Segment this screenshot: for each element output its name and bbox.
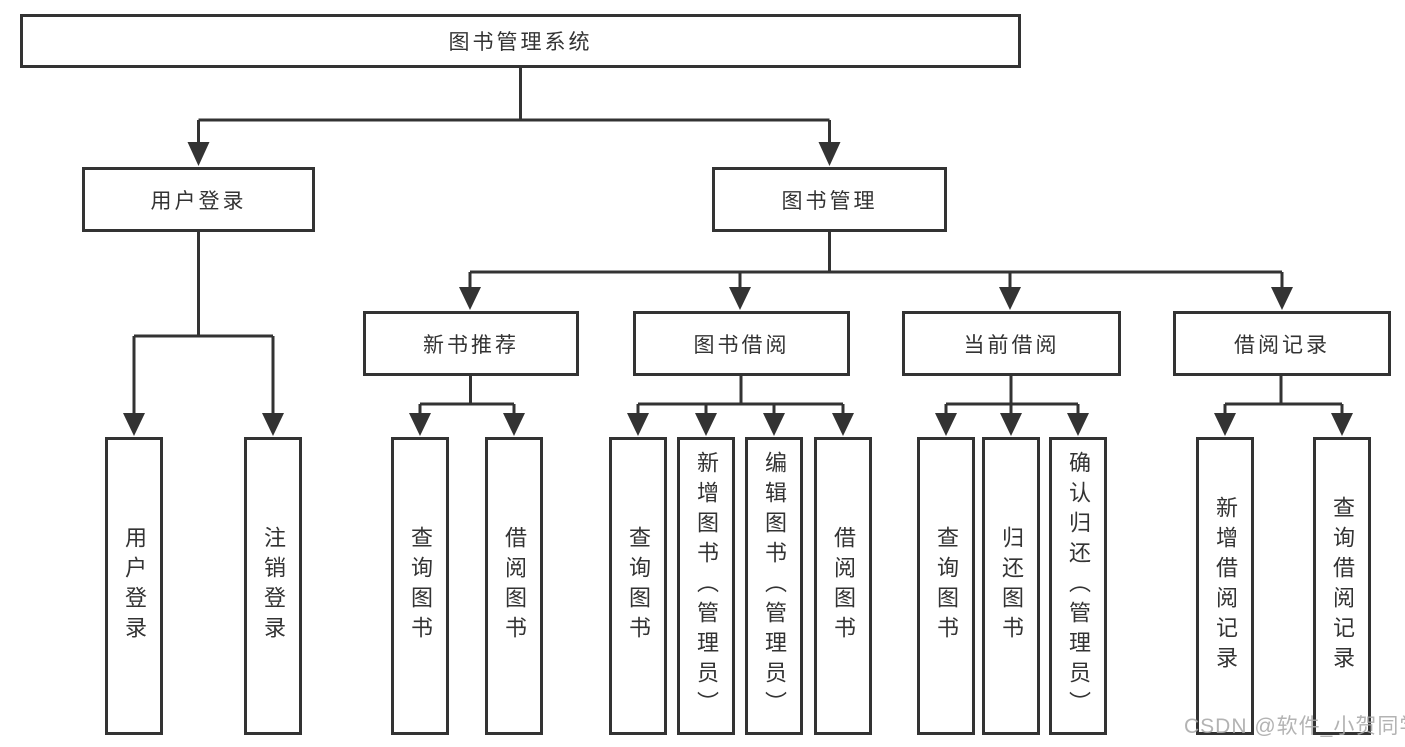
connector-current-to-leaves	[944, 376, 1080, 417]
node-user-login: 用户登录	[82, 167, 315, 232]
arrowhead-icon	[262, 413, 284, 436]
leaf-borrow-borrow-books: 借阅图书	[814, 437, 872, 735]
node-current-borrow: 当前借阅	[902, 311, 1121, 376]
arrowhead-icon	[1331, 413, 1353, 436]
leaf-borrow-edit-books-admin: 编辑图书（管理员）	[745, 437, 803, 735]
arrowhead-icon	[763, 413, 785, 436]
arrowhead-icon	[999, 287, 1021, 310]
node-book-management: 图书管理	[712, 167, 947, 232]
arrowhead-icon	[459, 287, 481, 310]
leaf-records-query-record: 查询借阅记录	[1313, 437, 1371, 735]
arrowhead-icon	[627, 413, 649, 436]
arrowhead-icon	[935, 413, 957, 436]
leaf-current-return-books: 归还图书	[982, 437, 1040, 735]
arrowhead-icon	[409, 413, 431, 436]
leaf-records-add-record: 新增借阅记录	[1196, 437, 1254, 735]
node-book-borrow: 图书借阅	[633, 311, 850, 376]
arrowhead-icon	[1067, 413, 1089, 436]
arrowhead-icon	[729, 287, 751, 310]
node-root-library-system: 图书管理系统	[20, 14, 1021, 68]
connector-newbook-to-leaves	[418, 376, 516, 417]
connector-borrow-to-leaves	[636, 376, 845, 417]
connector-root-to-level2	[197, 68, 831, 146]
leaf-user-login: 用户登录	[105, 437, 163, 735]
arrowhead-icon	[1214, 413, 1236, 436]
leaf-borrow-add-books-admin: 新增图书（管理员）	[677, 437, 735, 735]
arrowhead-icon	[832, 413, 854, 436]
leaf-current-confirm-return-admin: 确认归还（管理员）	[1049, 437, 1107, 735]
leaf-current-query-books: 查询图书	[917, 437, 975, 735]
connector-userlogin-to-leaves	[132, 232, 275, 417]
arrowhead-icon	[1000, 413, 1022, 436]
node-new-book-recommend: 新书推荐	[363, 311, 579, 376]
connector-bookmgmt-to-level3	[468, 232, 1284, 291]
arrowhead-icon	[1271, 287, 1293, 310]
arrowhead-icon	[123, 413, 145, 436]
node-borrow-records: 借阅记录	[1173, 311, 1391, 376]
arrowhead-icon	[503, 413, 525, 436]
arrowheads	[123, 142, 1353, 436]
arrowhead-icon	[818, 142, 841, 166]
leaf-logout: 注销登录	[244, 437, 302, 735]
arrowhead-icon	[695, 413, 717, 436]
leaf-newbook-borrow-books: 借阅图书	[485, 437, 543, 735]
leaf-newbook-query-books: 查询图书	[391, 437, 449, 735]
csdn-watermark: CSDN @软件_小贺同学	[1184, 715, 1405, 738]
connector-records-to-leaves	[1223, 376, 1344, 417]
arrowhead-icon	[187, 142, 210, 166]
leaf-borrow-query-books: 查询图书	[609, 437, 667, 735]
